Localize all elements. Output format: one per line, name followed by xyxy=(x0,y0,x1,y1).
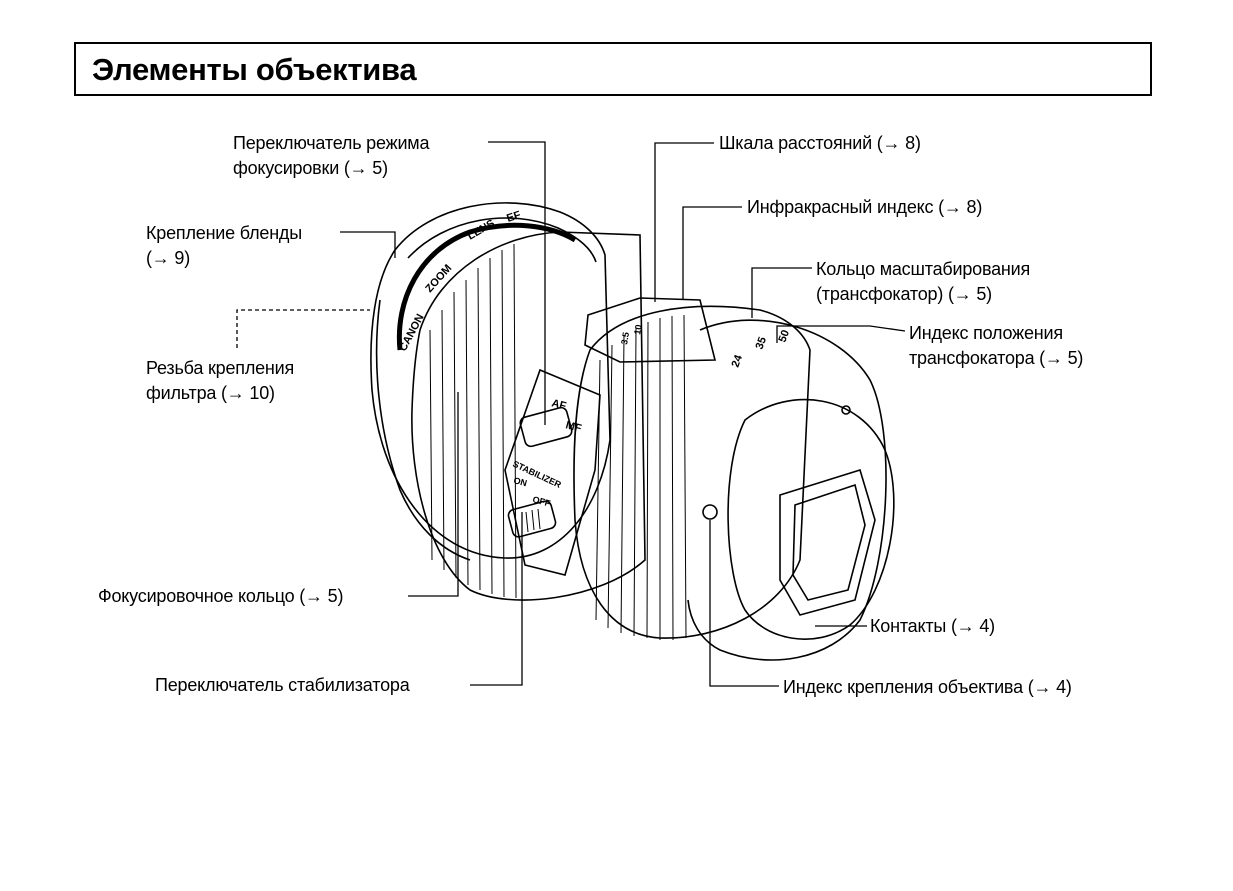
marking-on: ON xyxy=(512,475,528,488)
stabilizer-switch-ribs xyxy=(526,509,540,532)
marking-zoom: ZOOM xyxy=(423,262,454,295)
label-zoom-position-index: Индекс положения трансфокатора (→ 5) xyxy=(909,321,1083,371)
zoom-ring-ribs xyxy=(596,315,686,640)
marking-off: OFF xyxy=(531,494,551,508)
label-hood-mount: Крепление бленды (→ 9) xyxy=(146,221,302,271)
leader-distance-scale xyxy=(655,143,714,302)
label-distance-scale: Шкала расстояний (→ 8) xyxy=(719,131,921,156)
marking-lens: LENS xyxy=(466,218,497,243)
rear-lens-glass xyxy=(793,485,865,600)
label-focus-ring: Фокусировочное кольцо (→ 5) xyxy=(98,584,343,609)
leader-focus-ring xyxy=(408,392,458,596)
label-lens-mount-index: Индекс крепления объектива (→ 4) xyxy=(783,675,1072,700)
marking-35: 35 xyxy=(754,335,769,351)
marking-dist-35: 3.5 xyxy=(619,331,631,345)
label-filter-thread: Резьба крепления фильтра (→ 10) xyxy=(146,356,294,406)
label-infrared-index: Инфракрасный индекс (→ 8) xyxy=(747,195,982,220)
lens-mount-index-dot xyxy=(703,505,717,519)
leader-hood-mount xyxy=(340,232,395,258)
marking-mf: MF xyxy=(564,419,583,435)
label-contacts: Контакты (→ 4) xyxy=(870,614,995,639)
label-stabilizer-switch: Переключатель стабилизатора xyxy=(155,673,410,698)
leader-filter-thread xyxy=(237,310,370,348)
leader-infrared-index xyxy=(683,207,742,300)
focus-ring-ribs xyxy=(430,244,516,598)
label-zoom-ring: Кольцо масштабирования (трансфокатор) (→… xyxy=(816,257,1030,307)
marking-dist-10: 10 xyxy=(632,324,644,336)
rear-mount-plate xyxy=(728,400,894,640)
marking-24: 24 xyxy=(730,353,746,369)
marking-ef: EF xyxy=(505,209,522,225)
label-focus-mode-switch: Переключатель режима фокусировки (→ 5) xyxy=(233,131,429,181)
distance-scale-window xyxy=(585,298,715,362)
marking-50: 50 xyxy=(777,328,792,344)
